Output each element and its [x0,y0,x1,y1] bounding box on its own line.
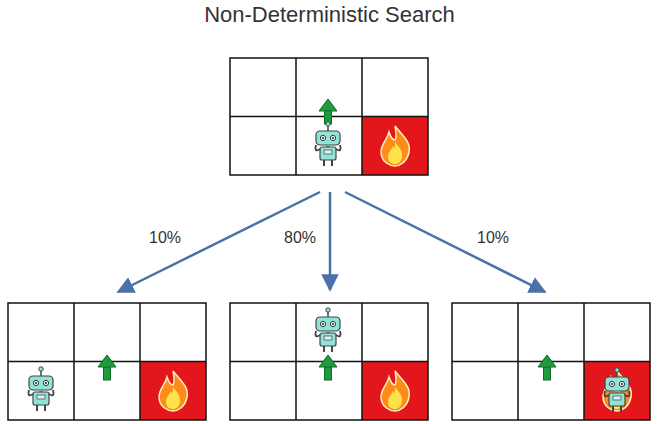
probability-label: 80% [282,229,318,247]
transition-arrow [118,192,320,292]
robot [605,368,630,412]
action-arrow [319,99,337,124]
grid-world [230,303,428,420]
transition-arrow [329,192,332,290]
diagram-title: Non-Deterministic Search [0,2,659,28]
grid-world [230,58,428,175]
action-arrow [98,355,116,380]
robot [316,308,341,352]
probability-label: 10% [475,229,511,247]
action-arrow [538,355,556,380]
grid-world [452,303,650,420]
action-arrow [319,355,337,380]
probability-label: 10% [147,229,183,247]
robot [29,367,54,411]
robot [316,122,341,166]
transition-arrow [345,192,545,292]
grid-world [8,303,206,420]
